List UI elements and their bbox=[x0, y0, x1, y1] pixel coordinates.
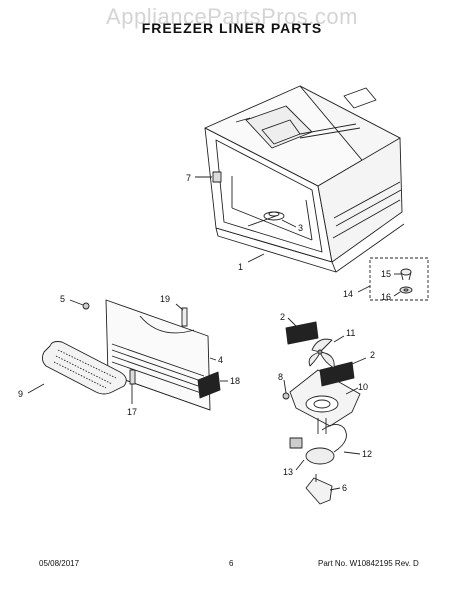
part-9-grille bbox=[27, 341, 127, 395]
callout-14: 14 bbox=[343, 289, 353, 299]
callout-19: 19 bbox=[160, 294, 170, 304]
callout-2a: 2 bbox=[280, 312, 285, 322]
footer-page-number: 6 bbox=[229, 559, 234, 568]
callout-3: 3 bbox=[298, 223, 303, 233]
part-12-motor bbox=[305, 424, 361, 465]
callout-12: 12 bbox=[362, 449, 372, 459]
part-11-fan-blade bbox=[308, 335, 345, 369]
callout-16: 16 bbox=[381, 292, 391, 302]
callout-10: 10 bbox=[358, 382, 368, 392]
part-18-strip bbox=[197, 371, 228, 399]
part-14-grommet-box bbox=[357, 257, 429, 301]
callout-18: 18 bbox=[230, 376, 240, 386]
callout-2b: 2 bbox=[370, 350, 375, 360]
footer-part-number: Part No. W10842195 Rev. D bbox=[318, 559, 419, 568]
part-5-screw bbox=[69, 299, 90, 310]
callout-15: 15 bbox=[381, 269, 391, 279]
part-8-screw bbox=[282, 379, 290, 400]
freezer-liner bbox=[204, 85, 405, 273]
callout-17: 17 bbox=[127, 407, 137, 417]
part-10-fan-housing bbox=[289, 369, 361, 434]
part-3-drain bbox=[263, 211, 297, 228]
callout-11: 11 bbox=[346, 328, 355, 338]
callout-4: 4 bbox=[218, 355, 223, 365]
part-7-clip bbox=[195, 171, 222, 183]
callout-1: 1 bbox=[238, 262, 243, 272]
part-17-clip bbox=[129, 369, 136, 404]
callout-8: 8 bbox=[278, 372, 283, 382]
part-13-connector bbox=[289, 437, 305, 471]
callout-5: 5 bbox=[60, 294, 65, 304]
page-title: FREEZER LINER PARTS bbox=[141, 20, 323, 36]
part-2-foam-a bbox=[285, 317, 319, 345]
callout-13: 13 bbox=[283, 467, 293, 477]
callout-7: 7 bbox=[186, 173, 191, 183]
footer-date: 05/08/2017 bbox=[39, 559, 80, 568]
part-6-bracket bbox=[305, 474, 341, 505]
callout-6: 6 bbox=[342, 483, 347, 493]
part-19-clip bbox=[175, 303, 188, 327]
part-2-foam-b bbox=[319, 357, 367, 387]
watermark: AppliancePartsPros.com bbox=[106, 4, 358, 29]
callout-9: 9 bbox=[18, 389, 23, 399]
